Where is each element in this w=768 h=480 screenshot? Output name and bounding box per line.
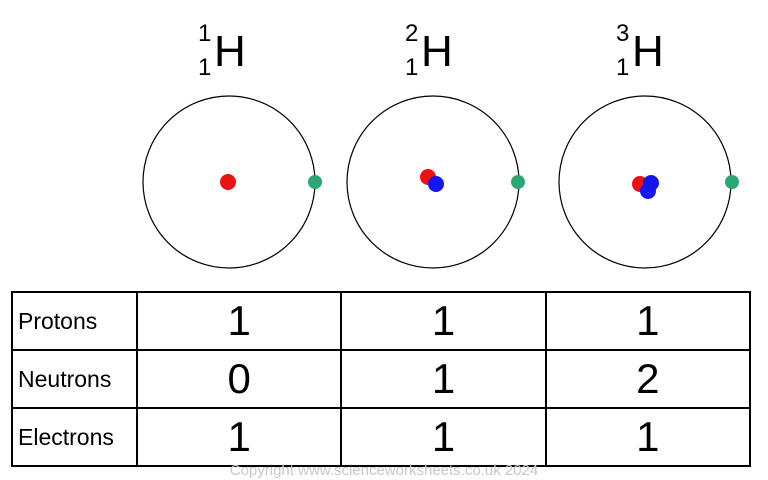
row-label: Neutrons	[11, 349, 138, 409]
mass-number: 2	[405, 20, 419, 47]
atomic-number: 1	[198, 54, 212, 81]
row-label: Protons	[11, 291, 138, 351]
element-symbol: H	[421, 27, 453, 76]
isotope-label-hydrogen-2: 2 1 H	[405, 20, 485, 81]
table-cell: 2	[544, 349, 752, 409]
table-cell: 1	[340, 291, 547, 351]
neutron	[640, 183, 656, 199]
electron	[725, 175, 739, 189]
table-cell: 1	[340, 349, 547, 409]
table-cell: 1	[135, 407, 343, 467]
table-cell: 1	[135, 291, 343, 351]
proton	[220, 174, 236, 190]
electron	[308, 175, 322, 189]
table-row-neutrons: Neutrons 0 1 2	[11, 349, 752, 409]
atomic-number: 1	[405, 54, 419, 81]
particle-count-table: Protons 1 1 1 Neutrons 0 1 2 Electrons 1…	[11, 291, 752, 467]
table-row-protons: Protons 1 1 1	[11, 291, 752, 351]
copyright-notice: Copyright www.scienceworksheets.co.uk 20…	[229, 462, 539, 479]
mass-number: 1	[198, 20, 212, 47]
element-symbol: H	[214, 27, 246, 76]
table-row-electrons: Electrons 1 1 1	[11, 407, 752, 467]
atom-hydrogen-2	[346, 95, 525, 269]
atom-diagrams	[142, 95, 739, 269]
table-cell: 1	[544, 407, 752, 467]
mass-number: 3	[616, 20, 630, 47]
electron	[511, 175, 525, 189]
table-cell: 1	[340, 407, 547, 467]
neutron	[428, 176, 444, 192]
atomic-number: 1	[616, 54, 630, 81]
element-symbol: H	[632, 27, 664, 76]
row-label: Electrons	[11, 407, 138, 467]
isotope-label-hydrogen-3: 3 1 H	[616, 20, 696, 81]
atom-hydrogen-3	[558, 95, 739, 269]
table-cell: 0	[135, 349, 343, 409]
isotope-label-hydrogen-1: 1 1 H	[198, 20, 278, 81]
atom-hydrogen-1	[142, 95, 322, 269]
table-cell: 1	[544, 291, 752, 351]
